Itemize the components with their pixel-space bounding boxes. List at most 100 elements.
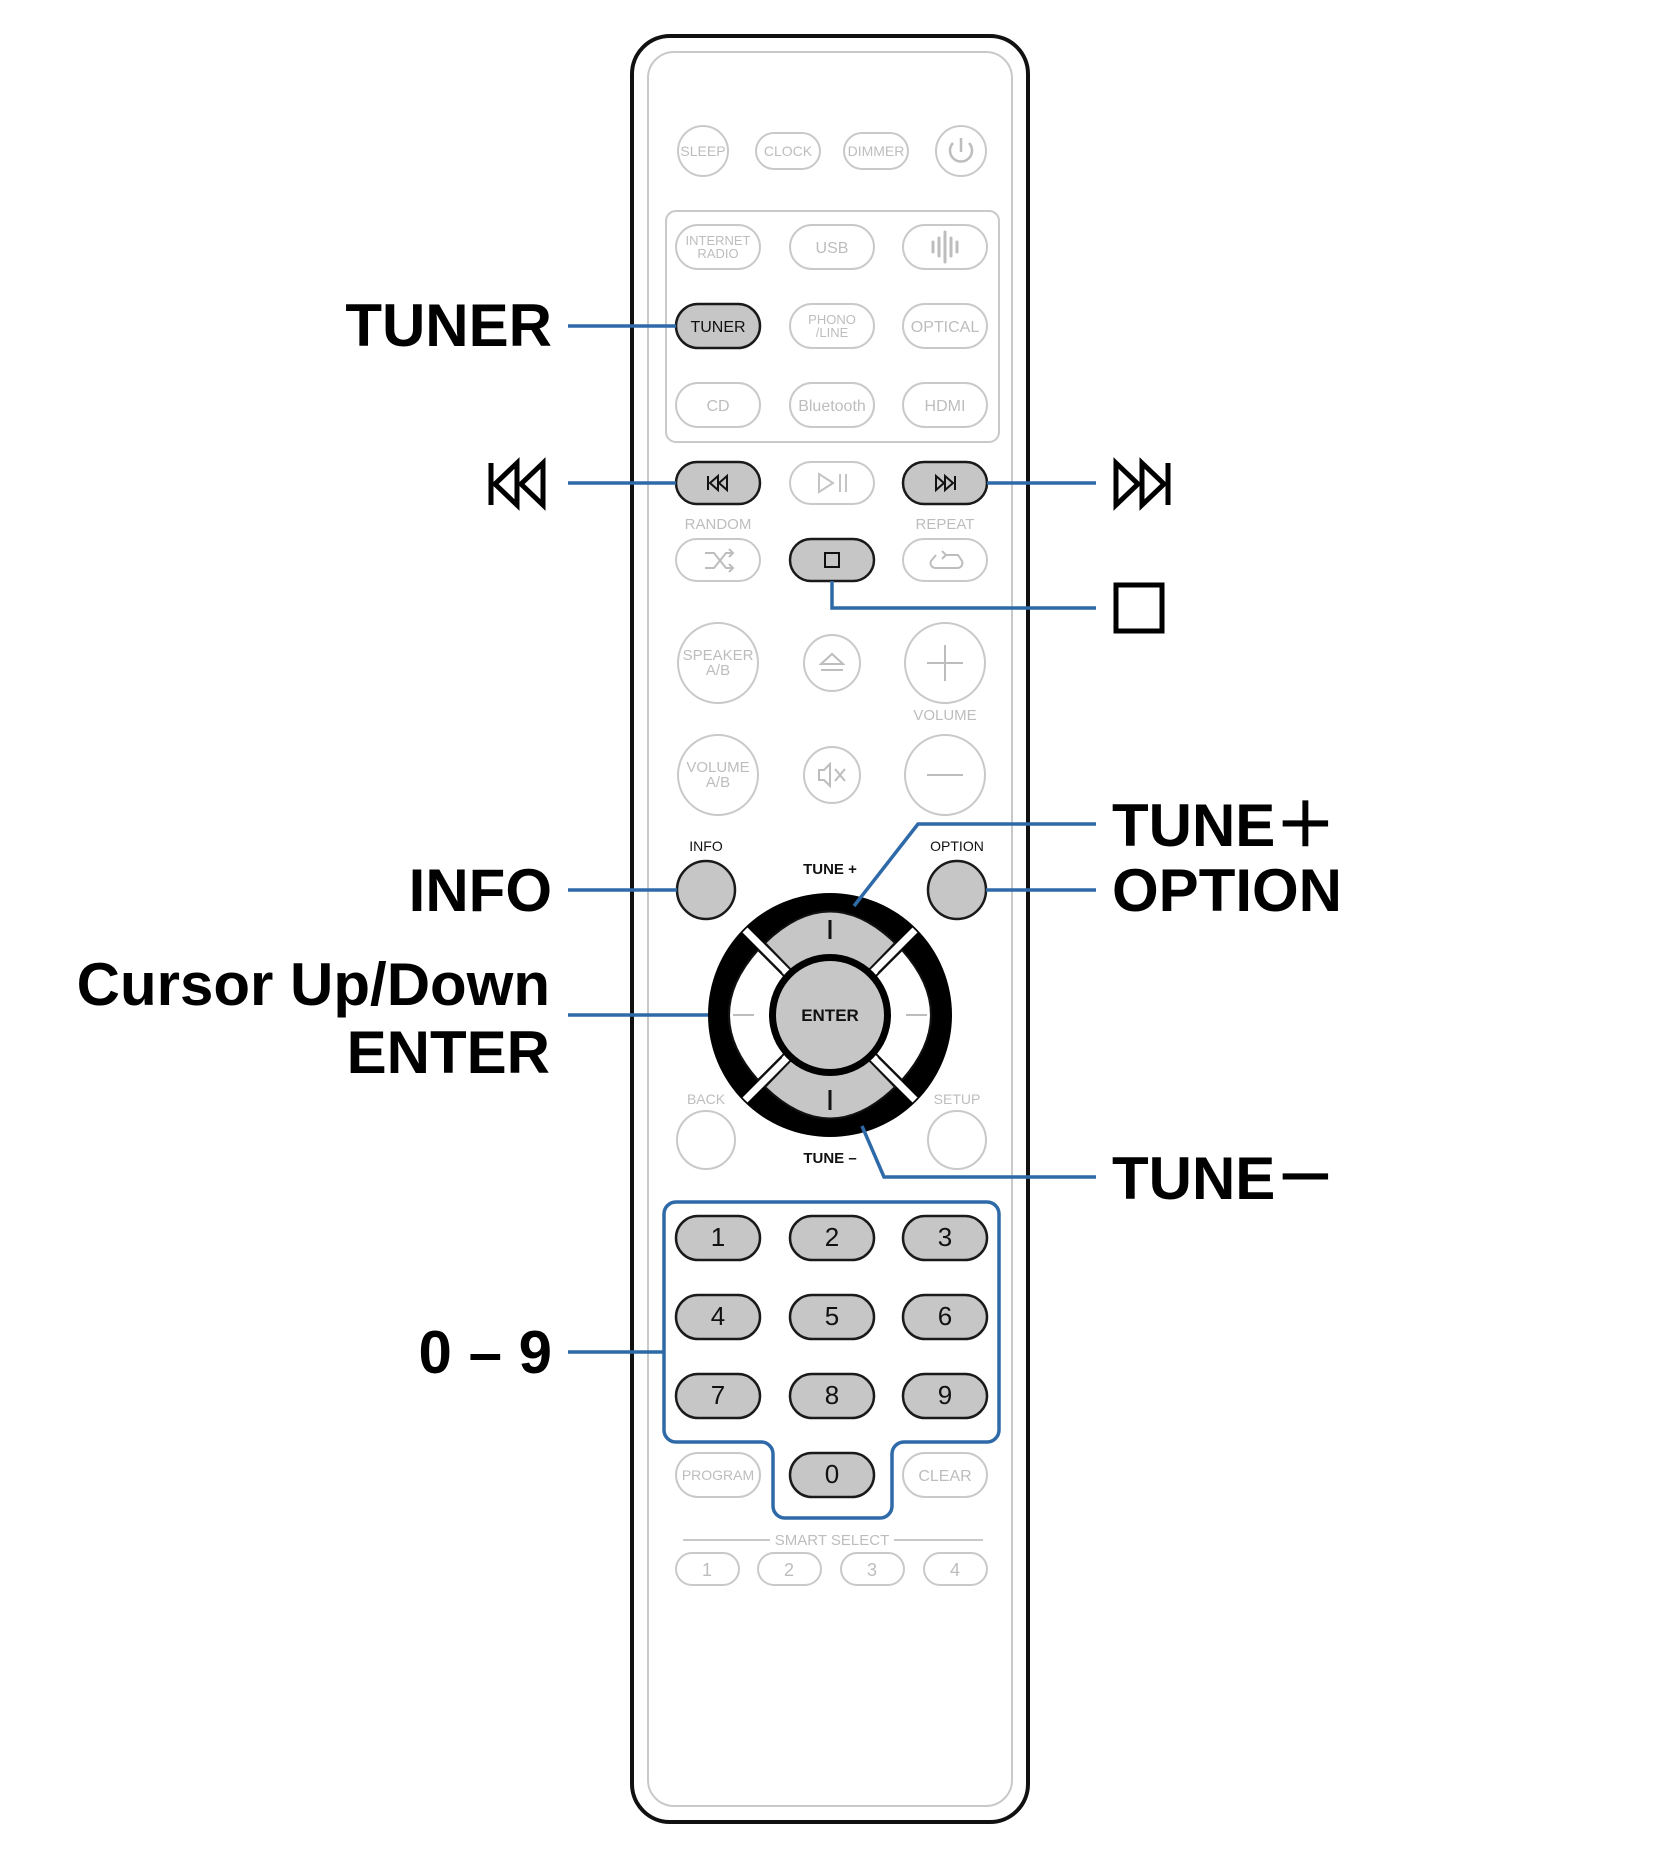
top-row: SLEEP CLOCK DIMMER — [677, 125, 987, 177]
setup-label: SETUP — [934, 1091, 981, 1107]
skip-back-icon — [707, 473, 728, 493]
heos-button[interactable] — [902, 224, 988, 270]
number-key-1[interactable]: 1 — [674, 1214, 762, 1262]
tune-minus-callout: TUNE－ — [1112, 1145, 1335, 1212]
number-key-label: 9 — [938, 1380, 952, 1410]
bluetooth-button[interactable]: Bluetooth — [789, 382, 875, 428]
skip-back-icon — [488, 457, 546, 511]
number-key-label: 2 — [825, 1222, 839, 1252]
dimmer-button[interactable]: DIMMER — [843, 132, 909, 170]
numbers-callout: 0 – 9 — [419, 1319, 552, 1386]
program-button[interactable]: PROGRAM — [675, 1452, 761, 1498]
number-keys-outline — [662, 1200, 1001, 1520]
optical-button[interactable]: OPTICAL — [902, 303, 988, 349]
number-key-0[interactable]: 0 — [788, 1451, 876, 1499]
transport-row — [674, 460, 989, 506]
volume-up-button[interactable] — [904, 622, 986, 704]
number-key-6[interactable]: 6 — [901, 1293, 989, 1341]
bluetooth-label: Bluetooth — [798, 398, 866, 415]
skip-back-button[interactable] — [674, 460, 762, 506]
play-pause-icon — [818, 472, 847, 494]
navigation-area: INFO OPTION TUNE + — [675, 838, 988, 1170]
skip-forward-button[interactable] — [901, 460, 989, 506]
clock-label: CLOCK — [764, 143, 813, 159]
optical-label: OPTICAL — [911, 319, 980, 336]
clock-button[interactable]: CLOCK — [755, 132, 821, 170]
cd-label: CD — [706, 398, 729, 415]
internet-label: INTERNET — [686, 233, 751, 248]
dimmer-label: DIMMER — [848, 143, 905, 159]
number-key-label: 3 — [938, 1222, 952, 1252]
smart-select-2[interactable]: 2 — [757, 1552, 822, 1586]
number-key-7[interactable]: 7 — [674, 1372, 762, 1420]
number-key-9[interactable]: 9 — [901, 1372, 989, 1420]
cursor-callout-line2: ENTER — [347, 1019, 550, 1086]
random-button[interactable] — [675, 538, 761, 582]
smart-select-key-label: 3 — [867, 1560, 877, 1580]
source-buttons: INTERNET RADIO USB TUNER PHONO /LINE — [665, 210, 1000, 443]
number-key-label: 5 — [825, 1301, 839, 1331]
smart-select-3[interactable]: 3 — [840, 1552, 905, 1586]
enter-button[interactable]: ENTER — [769, 954, 891, 1076]
option-button[interactable] — [926, 859, 988, 921]
back-button[interactable] — [676, 1110, 736, 1170]
tune-plus-small-label: TUNE + — [803, 861, 857, 878]
phono-line-button[interactable]: PHONO /LINE — [789, 303, 875, 349]
hdmi-button[interactable]: HDMI — [902, 382, 988, 428]
sleep-label: SLEEP — [680, 143, 725, 159]
clear-button[interactable]: CLEAR — [902, 1452, 988, 1498]
info-small-label: INFO — [689, 838, 723, 854]
number-key-2[interactable]: 2 — [788, 1214, 876, 1262]
volume-label: VOLUME — [913, 707, 976, 724]
repeat-button[interactable] — [902, 538, 988, 582]
info-button[interactable] — [675, 859, 737, 921]
skip-forward-icon — [1113, 457, 1171, 511]
radio-label: RADIO — [697, 246, 738, 261]
usb-button[interactable]: USB — [789, 224, 875, 270]
hdmi-label: HDMI — [925, 398, 966, 415]
enter-button-label: ENTER — [801, 1006, 859, 1025]
number-key-4[interactable]: 4 — [674, 1293, 762, 1341]
cursor-callout-line1: Cursor Up/Down — [77, 951, 550, 1018]
speaker-ab-button[interactable]: SPEAKER A/B — [677, 622, 759, 704]
play-mode-row: RANDOM REPEAT — [675, 516, 988, 583]
number-key-label: 1 — [711, 1222, 725, 1252]
smart-select: SMART SELECT 1 2 3 4 — [675, 1532, 988, 1586]
tune-plus-leader — [852, 822, 1096, 908]
power-icon — [948, 138, 974, 163]
number-key-label: 0 — [825, 1459, 839, 1489]
repeat-icon — [929, 550, 964, 569]
random-label: RANDOM — [685, 516, 752, 533]
smart-select-1[interactable]: 1 — [675, 1552, 740, 1586]
volume-ab-label-2: A/B — [706, 774, 730, 791]
tuner-button-label: TUNER — [690, 319, 745, 336]
mute-button[interactable] — [803, 746, 861, 804]
number-key-5[interactable]: 5 — [788, 1293, 876, 1341]
number-key-3[interactable]: 3 — [901, 1214, 989, 1262]
sleep-button[interactable]: SLEEP — [677, 125, 729, 177]
mute-icon — [818, 761, 846, 789]
repeat-label: REPEAT — [916, 516, 975, 533]
back-label: BACK — [687, 1091, 726, 1107]
leader-lines — [568, 324, 1096, 1520]
number-key-8[interactable]: 8 — [788, 1372, 876, 1420]
program-label: PROGRAM — [682, 1467, 754, 1483]
stop-icon — [824, 552, 840, 568]
tuner-button[interactable]: TUNER — [674, 302, 762, 350]
cd-button[interactable]: CD — [675, 382, 761, 428]
stop-button[interactable] — [788, 537, 876, 583]
internet-radio-button[interactable]: INTERNET RADIO — [675, 224, 761, 270]
smart-select-4[interactable]: 4 — [923, 1552, 988, 1586]
speaker-ab-label: A/B — [706, 662, 730, 679]
phono-label: PHONO — [808, 312, 856, 327]
smart-select-label: SMART SELECT — [775, 1532, 889, 1549]
eject-icon — [818, 652, 846, 671]
setup-button[interactable] — [927, 1110, 987, 1170]
volume-down-button[interactable] — [904, 734, 986, 816]
volume-area: SPEAKER A/B VOLUME VOLUME A/B — [677, 622, 986, 816]
eject-button[interactable] — [803, 634, 861, 692]
play-pause-button[interactable] — [789, 461, 875, 505]
cursor-right-button[interactable] — [868, 948, 932, 1082]
power-button[interactable] — [935, 125, 987, 177]
volume-ab-button[interactable]: VOLUME A/B — [677, 734, 759, 816]
